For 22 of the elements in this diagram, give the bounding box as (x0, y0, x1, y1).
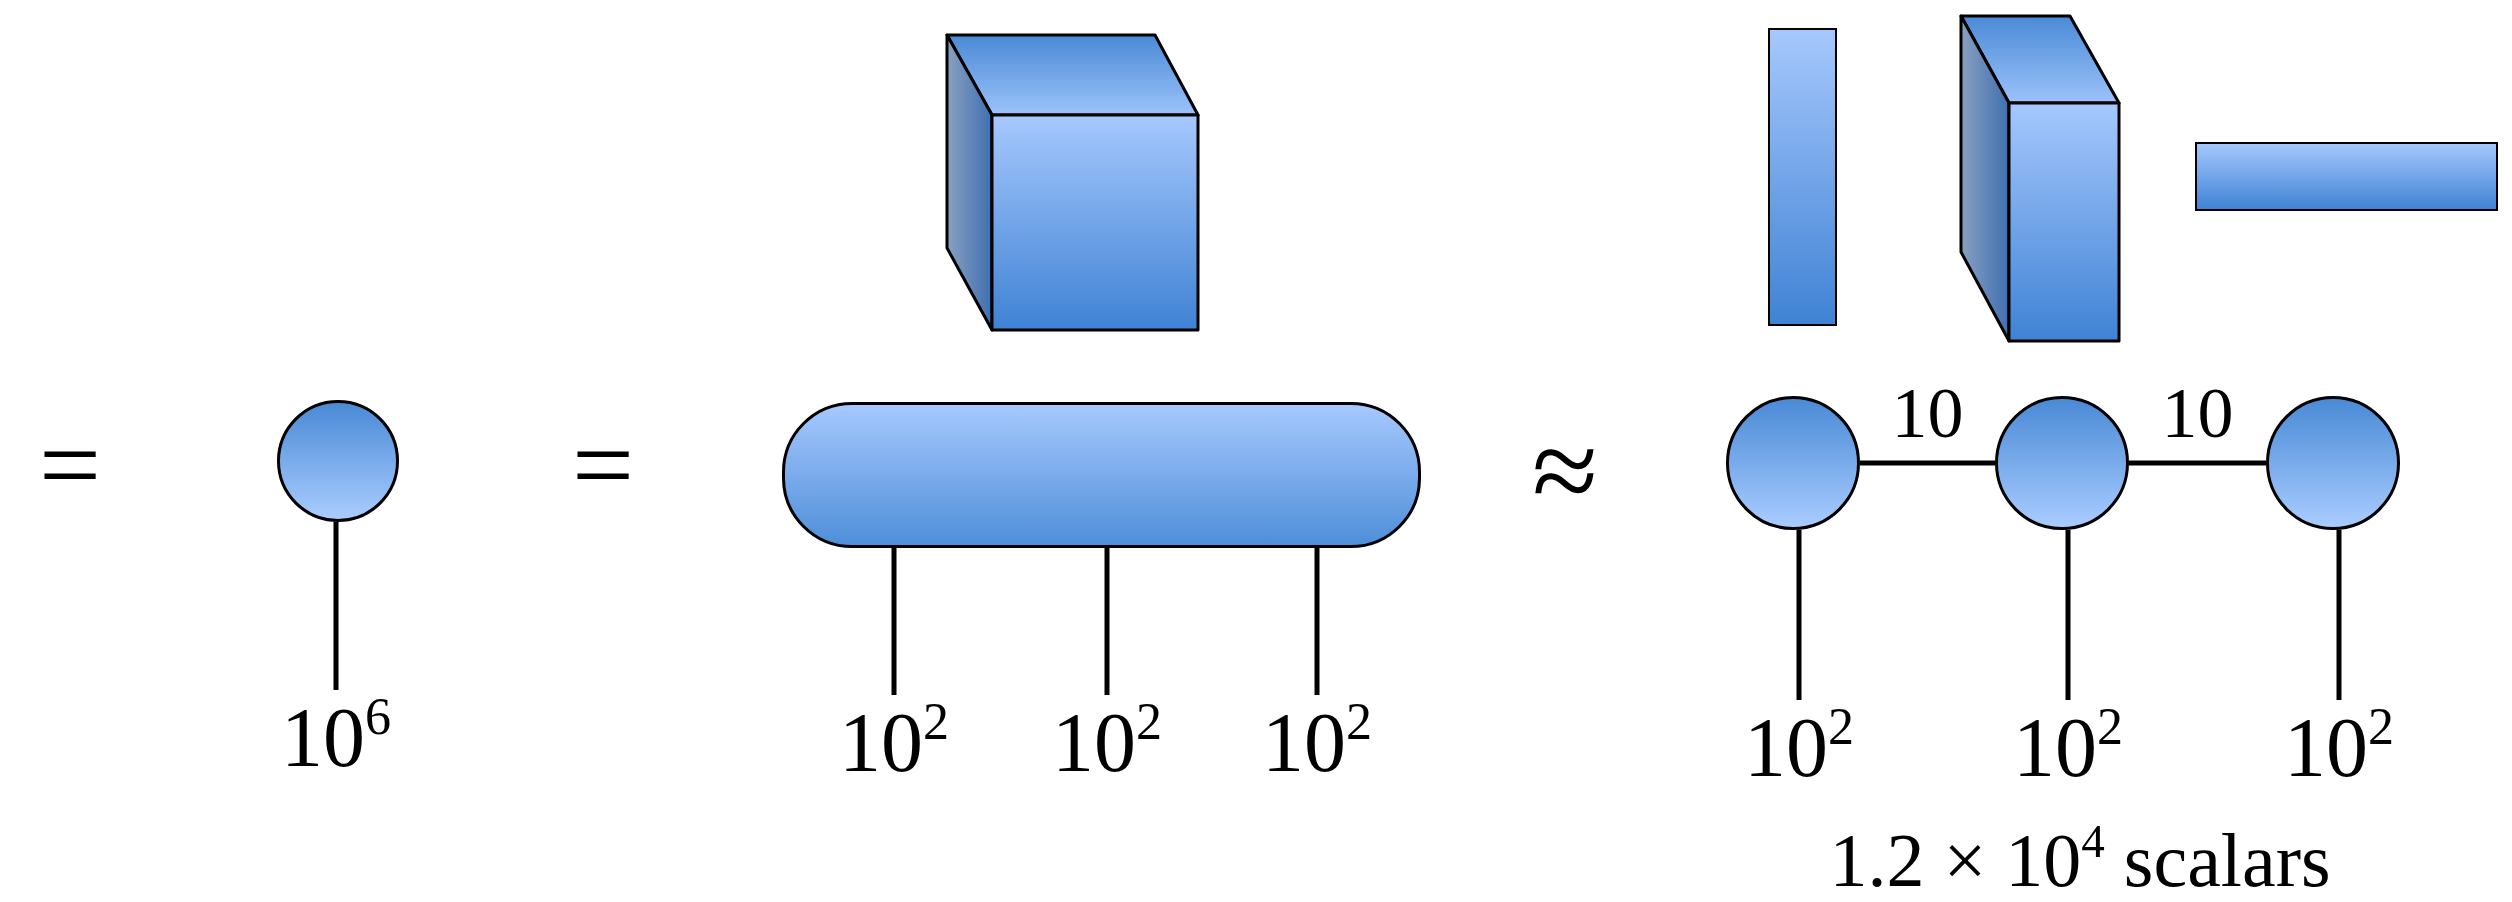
index-label: 10$^{2}$ (804, 695, 984, 790)
leg-line (1860, 460, 1995, 466)
index-label: 10$^{2}$ (1017, 695, 1197, 790)
scalar-count: 1.2 × 10$^{4}$ scalars (1828, 820, 2332, 900)
leg-line (1796, 529, 1802, 700)
leg-line (1104, 548, 1110, 695)
index-label: 10$^{6}$ (246, 690, 426, 785)
approx-sign: ≈ (1531, 416, 1599, 526)
edge-label: 10 (2161, 377, 2234, 449)
edge-label: 10 (1891, 377, 1964, 449)
equals-sign: = (570, 420, 635, 510)
index-label: 10$^{2}$ (1709, 700, 1889, 795)
leg-line (1314, 548, 1320, 695)
leg-line (333, 521, 339, 690)
index-label: 10$^{2}$ (1227, 695, 1407, 790)
leg-line (2065, 529, 2071, 700)
equals-sign: = (37, 420, 102, 510)
index-label: 10$^{2}$ (2249, 700, 2429, 795)
leg-line (2336, 529, 2342, 700)
leg-line (891, 548, 897, 695)
index-label: 10$^{2}$ (1978, 700, 2158, 795)
leg-line (2129, 460, 2266, 466)
